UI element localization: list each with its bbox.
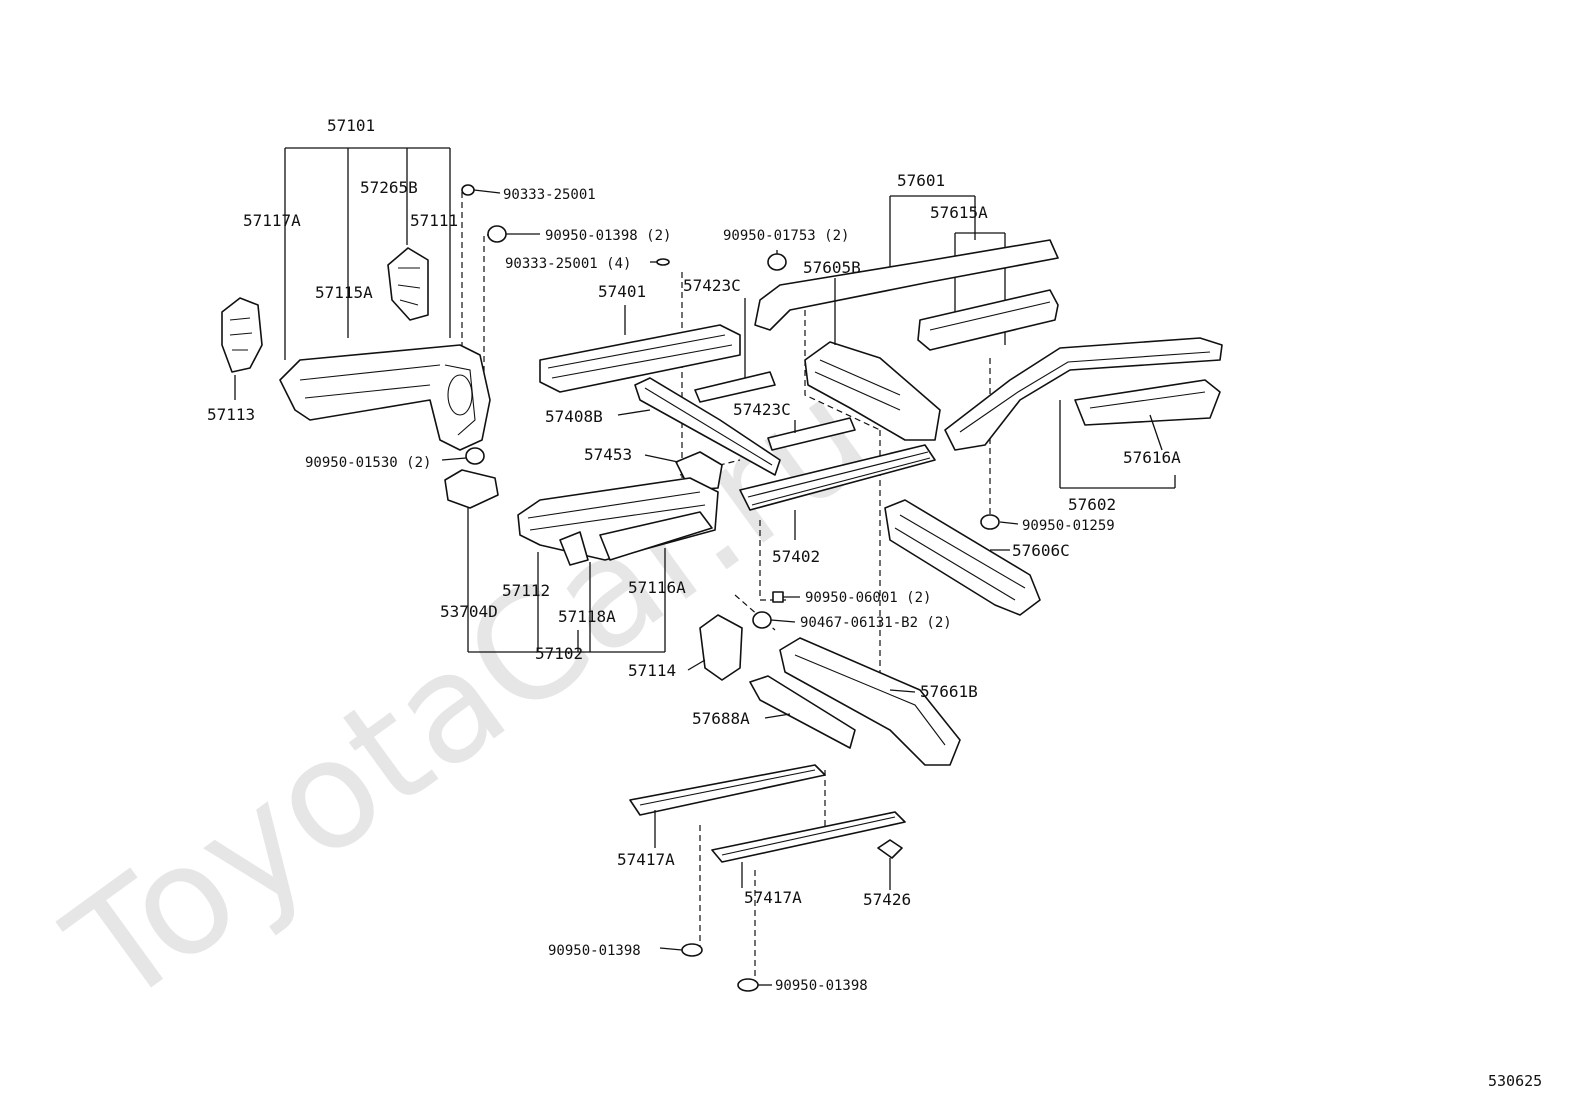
plug-90950-01530 xyxy=(465,447,485,465)
plug-90950-01398-a xyxy=(681,943,703,957)
label-57117A: 57117A xyxy=(243,211,301,230)
label-57601: 57601 xyxy=(897,171,945,190)
label-leaders xyxy=(234,189,1163,986)
part-57101-front-side-member-rh xyxy=(279,344,491,451)
label-57113: 57113 xyxy=(207,405,255,424)
part-57113-bracket xyxy=(221,297,263,373)
label-90333-25001-4: 90333-25001 (4) xyxy=(505,256,631,272)
part-57417A-rail-a xyxy=(629,764,826,816)
bracket-57602 xyxy=(1059,400,1176,489)
label-57114: 57114 xyxy=(628,661,676,680)
label-57118A: 57118A xyxy=(558,607,616,626)
part-57114-bracket xyxy=(699,614,743,681)
label-90950-01530-2: 90950-01530 (2) xyxy=(305,455,431,471)
part-57602-rear-side-member-lh xyxy=(944,337,1223,451)
part-57661B-crossmember xyxy=(779,637,961,766)
label-57423C-b: 57423C xyxy=(733,400,791,419)
label-90950-01398-a: 90950-01398 xyxy=(548,943,641,959)
plug-90950-01753 xyxy=(767,253,787,271)
part-57265B-plate xyxy=(387,247,429,321)
label-57408B: 57408B xyxy=(545,407,603,426)
label-90333-25001: 90333-25001 xyxy=(503,187,596,203)
label-57116A: 57116A xyxy=(628,578,686,597)
part-57118A-bracket xyxy=(559,531,589,566)
label-57265B: 57265B xyxy=(360,178,418,197)
label-57101: 57101 xyxy=(327,116,375,135)
bracket-53704D xyxy=(467,500,666,653)
bracket-57101 xyxy=(284,147,451,360)
label-57102: 57102 xyxy=(535,644,583,663)
label-57115A: 57115A xyxy=(315,283,373,302)
fasteners xyxy=(461,184,1000,992)
part-57616A-plate xyxy=(1074,379,1221,426)
part-57417A-rail-b xyxy=(711,811,906,863)
plug-90950-01259 xyxy=(980,514,1000,530)
label-57616A: 57616A xyxy=(1123,448,1181,467)
part-53704D-bracket xyxy=(444,469,499,509)
label-57111: 57111 xyxy=(410,211,458,230)
part-57423C-reinforcement-b xyxy=(767,417,856,451)
part-57601-rear-side-member xyxy=(754,239,1059,351)
plug-90950-01398 xyxy=(487,225,507,243)
part-57401-floor-member xyxy=(539,324,741,393)
label-90467-06131-B2-2: 90467-06131-B2 (2) xyxy=(800,615,952,631)
part-57402-floor-crossmember xyxy=(739,444,936,511)
label-57605B: 57605B xyxy=(803,258,861,277)
label-90950-06001-2: 90950-06001 (2) xyxy=(805,590,931,606)
diagram-code: 530625 xyxy=(1488,1072,1542,1090)
label-57417A-b: 57417A xyxy=(744,888,802,907)
label-57661B: 57661B xyxy=(920,682,978,701)
label-57417A-a: 57417A xyxy=(617,850,675,869)
part-57606C-crossmember xyxy=(884,499,1041,616)
part-57688A-reinforcement xyxy=(749,675,856,749)
part-57116A-plate xyxy=(599,511,713,561)
plug-90950-01398-b xyxy=(737,978,759,992)
label-90950-01398-b: 90950-01398 xyxy=(775,978,868,994)
label-90950-01398-2: 90950-01398 (2) xyxy=(545,228,671,244)
label-57402: 57402 xyxy=(772,547,820,566)
label-57606C: 57606C xyxy=(1012,541,1070,560)
label-57112: 57112 xyxy=(502,581,550,600)
label-57688A: 57688A xyxy=(692,709,750,728)
label-90950-01753-2: 90950-01753 (2) xyxy=(723,228,849,244)
label-57423C-a: 57423C xyxy=(683,276,741,295)
labels: 57101 57265B 57117A 57111 57115A 57113 9… xyxy=(207,116,1181,994)
fastener-90333-25001-4 xyxy=(656,258,670,266)
plug-90467-06131-B2 xyxy=(752,611,772,629)
label-57602: 57602 xyxy=(1068,495,1116,514)
plug-90950-06001 xyxy=(772,591,784,603)
part-57426-clip xyxy=(877,839,903,859)
label-57426: 57426 xyxy=(863,890,911,909)
part-57408B-member xyxy=(634,377,781,476)
label-90950-01259: 90950-01259 xyxy=(1022,518,1115,534)
label-57615A: 57615A xyxy=(930,203,988,222)
label-57453: 57453 xyxy=(584,445,632,464)
part-57605B-pan xyxy=(804,341,941,441)
label-53704D: 53704D xyxy=(440,602,498,621)
fastener-90333-25001 xyxy=(461,184,475,196)
label-57401: 57401 xyxy=(598,282,646,301)
